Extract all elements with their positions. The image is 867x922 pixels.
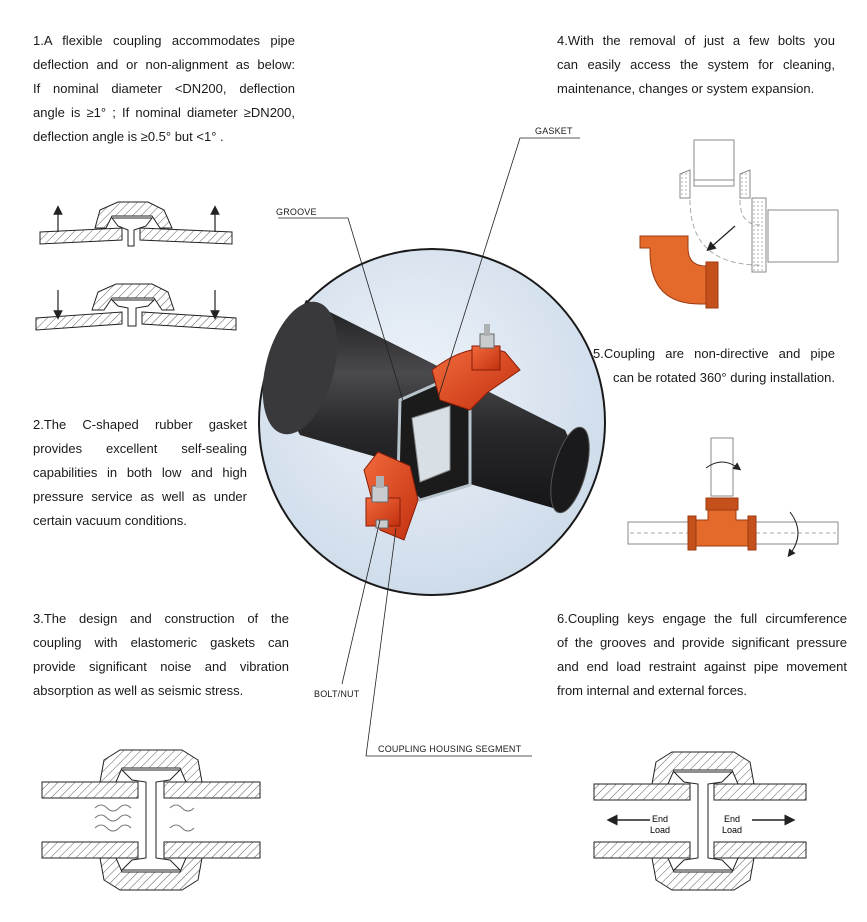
coupling-illustration [258,137,606,757]
section-6-line: and end load restraint against pipe move… [557,659,847,674]
section-4-line: can easily access the system for cleanin… [557,57,835,72]
section-3-line: absorption as well as seismic stress. [33,683,244,698]
disassembly-diagram [639,139,839,309]
section-5-line: 5.Coupling are non-directive and pipe [593,346,835,361]
section-2-line: pressure service as well as under [33,489,247,504]
section-1-line: angle is ≥1° ; If nominal diameter ≥DN20… [33,105,295,120]
section-5-line: can be rotated 360° during installation. [612,370,835,385]
coupling-housing-label: COUPLING HOUSING SEGMENT [378,744,522,754]
section-5-text: 5.Coupling are non-directive and pipe ca… [593,342,835,390]
end-load-diagram: End Load End Load [593,751,807,891]
section-3-text: 3.The design and construction of the cou… [33,607,289,703]
section-1-line: deflection angle is ≥0.5° but <1° . [33,129,224,144]
section-4-text: 4.With the removal of just a few bolts y… [557,29,835,101]
end-load-left-label-line1: End [652,814,668,824]
vibration-diagram [41,749,261,891]
section-6-line: 6.Coupling keys engage the full circumfe… [557,611,847,626]
section-4-line: 4.With the removal of just a few bolts y… [557,33,835,48]
section-1-line: deflection and or non-alignment as below… [33,57,295,72]
deflection-diagram [35,201,237,331]
section-6-line: of the grooves and provide significant p… [557,635,847,650]
section-2-line: 2.The C-shaped rubber gasket [33,417,247,432]
end-load-right-label-line1: End [724,814,740,824]
end-load-right-label-line2: Load [722,825,742,835]
section-4-line: maintenance, changes or system expansion… [557,81,815,96]
section-1-line: If nominal diameter <DN200, deflection [33,81,295,96]
end-load-left-label-line2: Load [650,825,670,835]
deflection-diagram-upward [39,201,233,247]
gasket-label: GASKET [535,126,573,136]
section-3-line: provide significant noise and vibration [33,659,289,674]
groove-label: GROOVE [276,207,317,217]
section-2-line: certain vacuum conditions. [33,513,187,528]
section-6-text: 6.Coupling keys engage the full circumfe… [557,607,847,703]
section-2-line: capabilities in both low and high [33,465,247,480]
section-1-line: 1.A flexible coupling accommodates pipe [33,33,295,48]
section-2-text: 2.The C-shaped rubber gasket provides ex… [33,413,247,533]
section-1-text: 1.A flexible coupling accommodates pipe … [33,29,295,149]
deflection-diagram-downward [35,283,237,331]
rotation-diagram [627,437,839,558]
bolt-nut-label: BOLT/NUT [314,689,360,699]
section-3-line: coupling with elastomeric gaskets can [33,635,289,650]
section-2-line: provides excellent self-sealing [33,441,247,456]
section-6-line: from internal and external forces. [557,683,748,698]
section-3-line: 3.The design and construction of the [33,611,289,626]
